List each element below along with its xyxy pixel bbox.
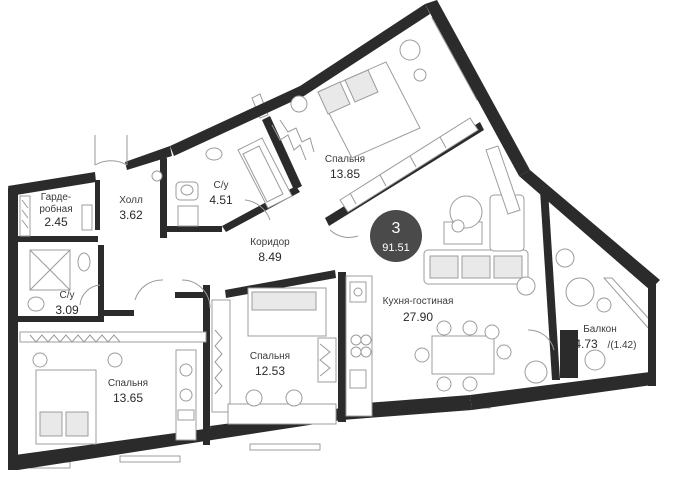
room-bedroom-left-name: Спальня: [108, 378, 148, 389]
room-kitchen-living-area: 27.90: [403, 310, 433, 324]
floor-area: [12, 15, 650, 470]
room-balcony-name: Балкон: [583, 324, 617, 335]
dressing-furniture: [19, 195, 93, 237]
bath2-furniture: [27, 249, 91, 312]
balcony-furniture: [555, 248, 612, 371]
room-bedroom-mid-name: Спальня: [250, 351, 290, 362]
room-dressing[interactable]: Гарде- робная 2.45: [39, 192, 72, 229]
room-bedroom-top[interactable]: Спальня 13.85: [325, 154, 365, 181]
room-bedroom-left[interactable]: Спальня 13.65: [108, 378, 148, 405]
room-kitchen-living[interactable]: Кухня-гостиная 27.90: [383, 296, 454, 324]
room-balcony-area-reduced: /(1.42): [608, 340, 637, 351]
room-bedroom-mid[interactable]: Спальня 12.53: [250, 351, 290, 378]
room-bath1-name: С/у: [214, 180, 229, 191]
room-balcony[interactable]: Балкон 4.73 /(1.42): [574, 324, 636, 351]
room-bath1-area: 4.51: [209, 193, 233, 207]
room-corridor[interactable]: Коридор 8.49: [250, 237, 290, 264]
room-bath2-name: С/у: [60, 290, 75, 301]
room-bedroom-top-name: Спальня: [325, 154, 365, 165]
bath1-furniture: [151, 137, 293, 227]
bedroom-left-furniture: [19, 331, 207, 445]
apartment-total-area: 91.51: [382, 242, 410, 254]
apartment-badge: 3 91.51: [370, 210, 422, 262]
room-dressing-name-line1: Гарде-: [41, 192, 71, 203]
room-bath2[interactable]: С/у 3.09: [55, 290, 79, 317]
doors: [79, 135, 555, 351]
apartment-badge-circle: [370, 210, 422, 262]
room-hall[interactable]: Холл 3.62: [119, 195, 143, 222]
room-corridor-name: Коридор: [250, 237, 290, 248]
room-dressing-area: 2.45: [44, 215, 68, 229]
room-bath2-area: 3.09: [55, 303, 79, 317]
kitchen-living-furniture: [345, 145, 548, 417]
room-hall-name: Холл: [119, 195, 143, 206]
room-corridor-area: 8.49: [258, 250, 282, 264]
bedroom-top-furniture: [271, 39, 479, 213]
room-bedroom-left-area: 13.65: [113, 391, 143, 405]
room-dressing-name-line2: робная: [39, 203, 72, 215]
bedroom-mid-furniture: [211, 287, 337, 425]
room-balcony-area: 4.73: [574, 337, 598, 351]
room-bedroom-top-area: 13.85: [330, 167, 360, 181]
room-labels: Гарде- робная 2.45 Холл 3.62 С/у 4.51 Сп…: [39, 154, 636, 405]
room-kitchen-living-name: Кухня-гостиная: [383, 296, 454, 307]
room-hall-area: 3.62: [119, 208, 143, 222]
room-bedroom-mid-area: 12.53: [255, 364, 285, 378]
apartment-rooms-count: 3: [392, 220, 401, 237]
room-bath1[interactable]: С/у 4.51: [209, 180, 233, 207]
